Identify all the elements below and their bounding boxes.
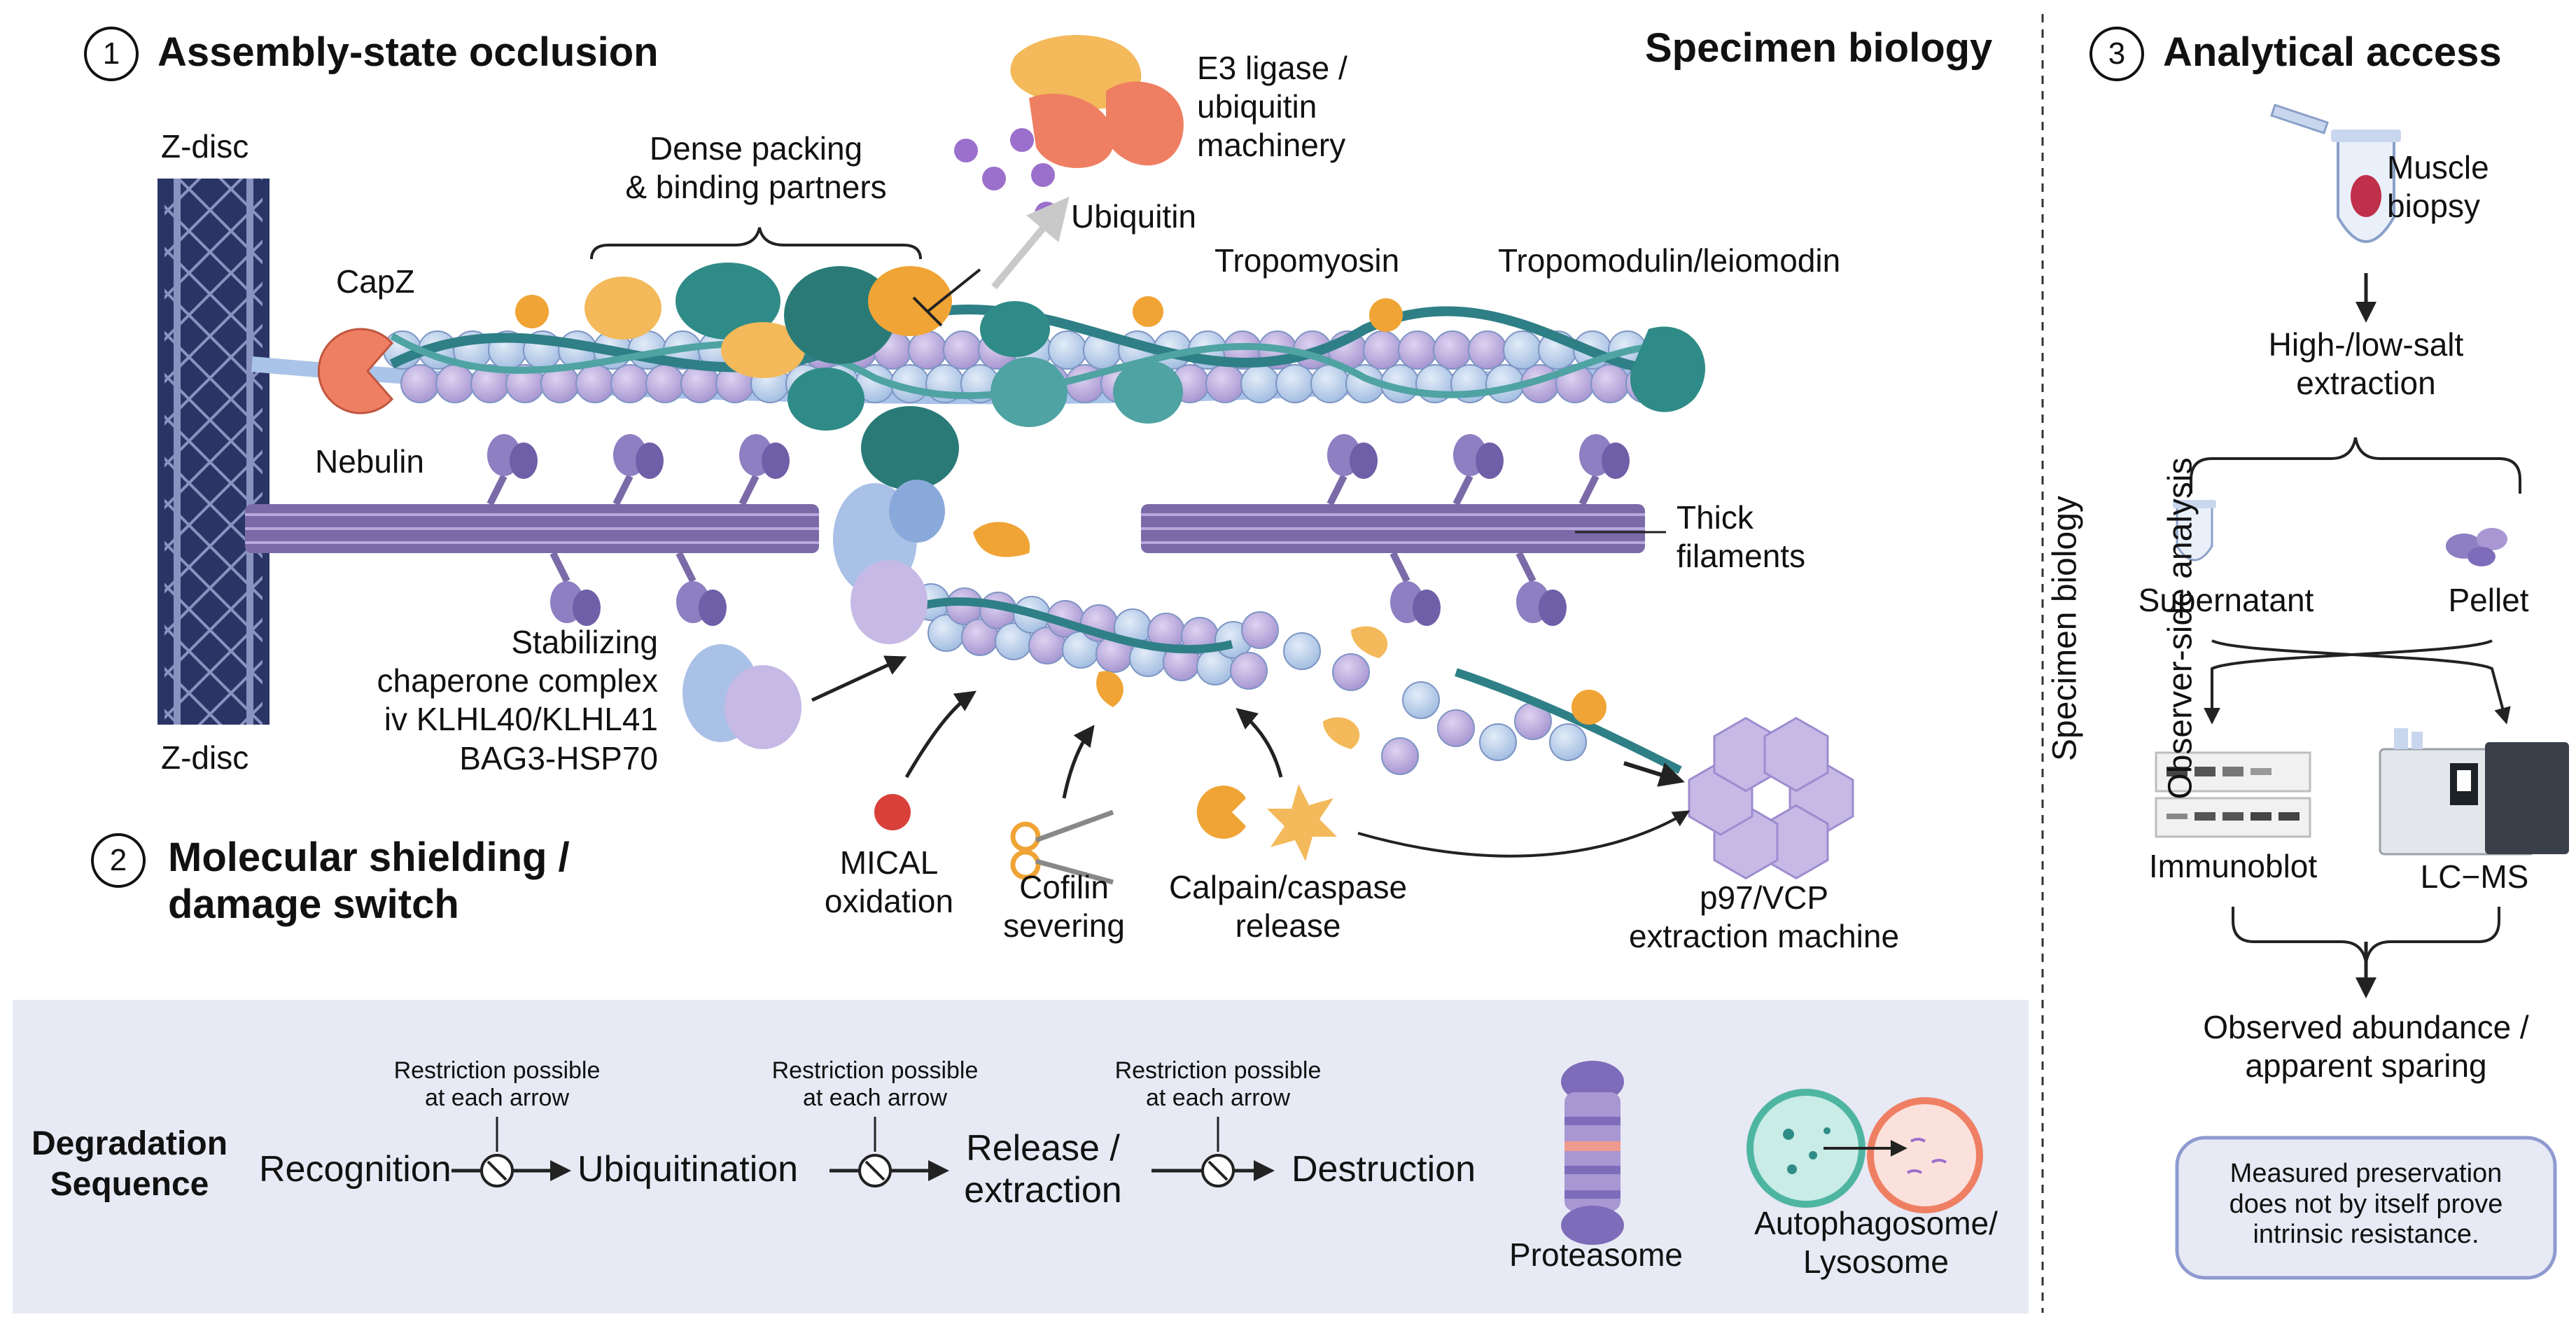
e3-ligase-label: E3 ligase / ubiquitin machinery — [1197, 50, 1348, 164]
severing-fragments — [973, 522, 1606, 749]
section-3-title: Analytical access — [2163, 29, 2502, 75]
tropomodulin-label: Tropomodulin/leiomodin — [1498, 242, 1841, 279]
thick-filament-left — [245, 504, 819, 553]
autophagosome-lysosome-label: Autophagosome/ Lysosome — [1754, 1205, 1998, 1281]
step-destruction: Destruction — [1292, 1149, 1476, 1190]
restriction-note-2: Restriction possible at each arrow — [771, 1057, 979, 1112]
cofilin-label: Cofilin severing — [1003, 869, 1125, 945]
note-text: Measured preservation does not by itself… — [2229, 1159, 2503, 1250]
restriction-note-3: Restriction possible at each arrow — [1114, 1057, 1322, 1112]
inhibition-line — [926, 268, 981, 313]
binding-partners — [515, 263, 1403, 490]
cross-arrow-1 — [2211, 639, 2511, 725]
calpain-icon — [1196, 784, 1337, 861]
capz-label: CapZ — [336, 263, 415, 300]
pellet-icon — [2446, 528, 2507, 566]
section-1-badge: 1 — [84, 27, 139, 81]
supernatant-tube-icon — [2173, 500, 2216, 562]
vertical-specimen-biology: Specimen biology — [2046, 496, 2084, 761]
p97-vcp-icon — [1688, 716, 1854, 880]
biopsy-label: Muscle biopsy — [2387, 149, 2489, 225]
observed-abundance-label: Observed abundance / apparent sparing — [2203, 1009, 2529, 1085]
extraction-label: High-/low-salt extraction — [2268, 326, 2464, 402]
proteasome-label: Proteasome — [1508, 1236, 1683, 1273]
p97-vcp-label: p97/VCP extraction machine — [1628, 879, 1900, 955]
tropomyosin-label: Tropomyosin — [1214, 242, 1400, 279]
immunoblot-icon — [2155, 751, 2311, 838]
mical-icon — [874, 794, 911, 830]
biopsy-tube-icon — [2270, 104, 2401, 243]
tropomyosin-strand — [389, 305, 1675, 373]
myosin-heads-right — [1326, 434, 1630, 626]
thick-filaments-label: Thick filaments — [1676, 499, 1806, 575]
zdisc-top-label: Z-disc — [161, 128, 249, 165]
vertical-observer-side: Observer-side analysis — [2162, 457, 2199, 800]
release-arrow — [1357, 810, 1690, 858]
restriction-note-1: Restriction possible at each arrow — [393, 1057, 601, 1112]
thick-filament-right — [1141, 504, 1645, 553]
cofilin-arrow — [1062, 725, 1095, 799]
chaperone-complex-label: Stabilizing chaperone complex iv KLHL40/… — [377, 624, 658, 776]
degradation-panel — [13, 1000, 2029, 1313]
proteasome-icon — [1561, 1061, 1624, 1245]
ubiquitin-access-arrow — [991, 196, 1070, 290]
section-1-title: Assembly-state occlusion — [158, 29, 659, 75]
mical-arrow — [904, 690, 976, 779]
dense-packing-label: Dense packing & binding partners — [625, 130, 887, 206]
e3-ligase-icon — [1010, 35, 1184, 168]
dense-packing-bracket — [590, 227, 922, 260]
chaperone-arrow — [811, 655, 907, 702]
supernatant-label: Supernatant — [2138, 582, 2314, 618]
ubiquitin-label: Ubiquitin — [1071, 198, 1196, 235]
immunoblot-label: Immunoblot — [2148, 848, 2318, 884]
section-2-badge: 2 — [91, 833, 146, 888]
myosin-heads-left — [486, 434, 790, 626]
scissors-icon — [1010, 809, 1114, 885]
section-2-title: Molecular shielding / damage switch — [168, 835, 570, 927]
mical-label: MICAL oxidation — [824, 844, 954, 920]
zdisc-bottom-label: Z-disc — [161, 739, 249, 776]
cross-arrow-2 — [2204, 639, 2493, 725]
z-disc — [158, 179, 270, 725]
note-box — [2175, 1136, 2557, 1280]
section-3-badge: 3 — [2090, 27, 2144, 81]
extraction-arrow — [1623, 761, 1685, 787]
degradation-sequence-title: Degradation Sequence — [31, 1125, 228, 1203]
degradation-arrows — [451, 1117, 1275, 1187]
chaperone-complex-icon — [682, 480, 945, 749]
lcms-label: LC−MS — [2420, 858, 2529, 895]
step-ubiquitination: Ubiquitination — [578, 1149, 799, 1190]
pellet-label: Pellet — [2448, 582, 2529, 618]
step-release-extraction: Release / extraction — [964, 1128, 1122, 1211]
lysosome-icon — [1867, 1097, 1983, 1213]
capz-protein — [317, 328, 394, 414]
tropomodulin-protein — [1630, 326, 1705, 412]
specimen-biology-header: Specimen biology — [1645, 25, 1993, 71]
calpain-label: Calpain/caspase release — [1168, 869, 1408, 945]
inhibition-bar — [912, 296, 943, 327]
lcms-instrument-icon — [2379, 728, 2569, 856]
calpain-arrow — [1236, 708, 1283, 778]
nebulin-label: Nebulin — [315, 443, 424, 480]
split-bracket — [2190, 437, 2521, 494]
step-recognition: Recognition — [259, 1149, 451, 1190]
